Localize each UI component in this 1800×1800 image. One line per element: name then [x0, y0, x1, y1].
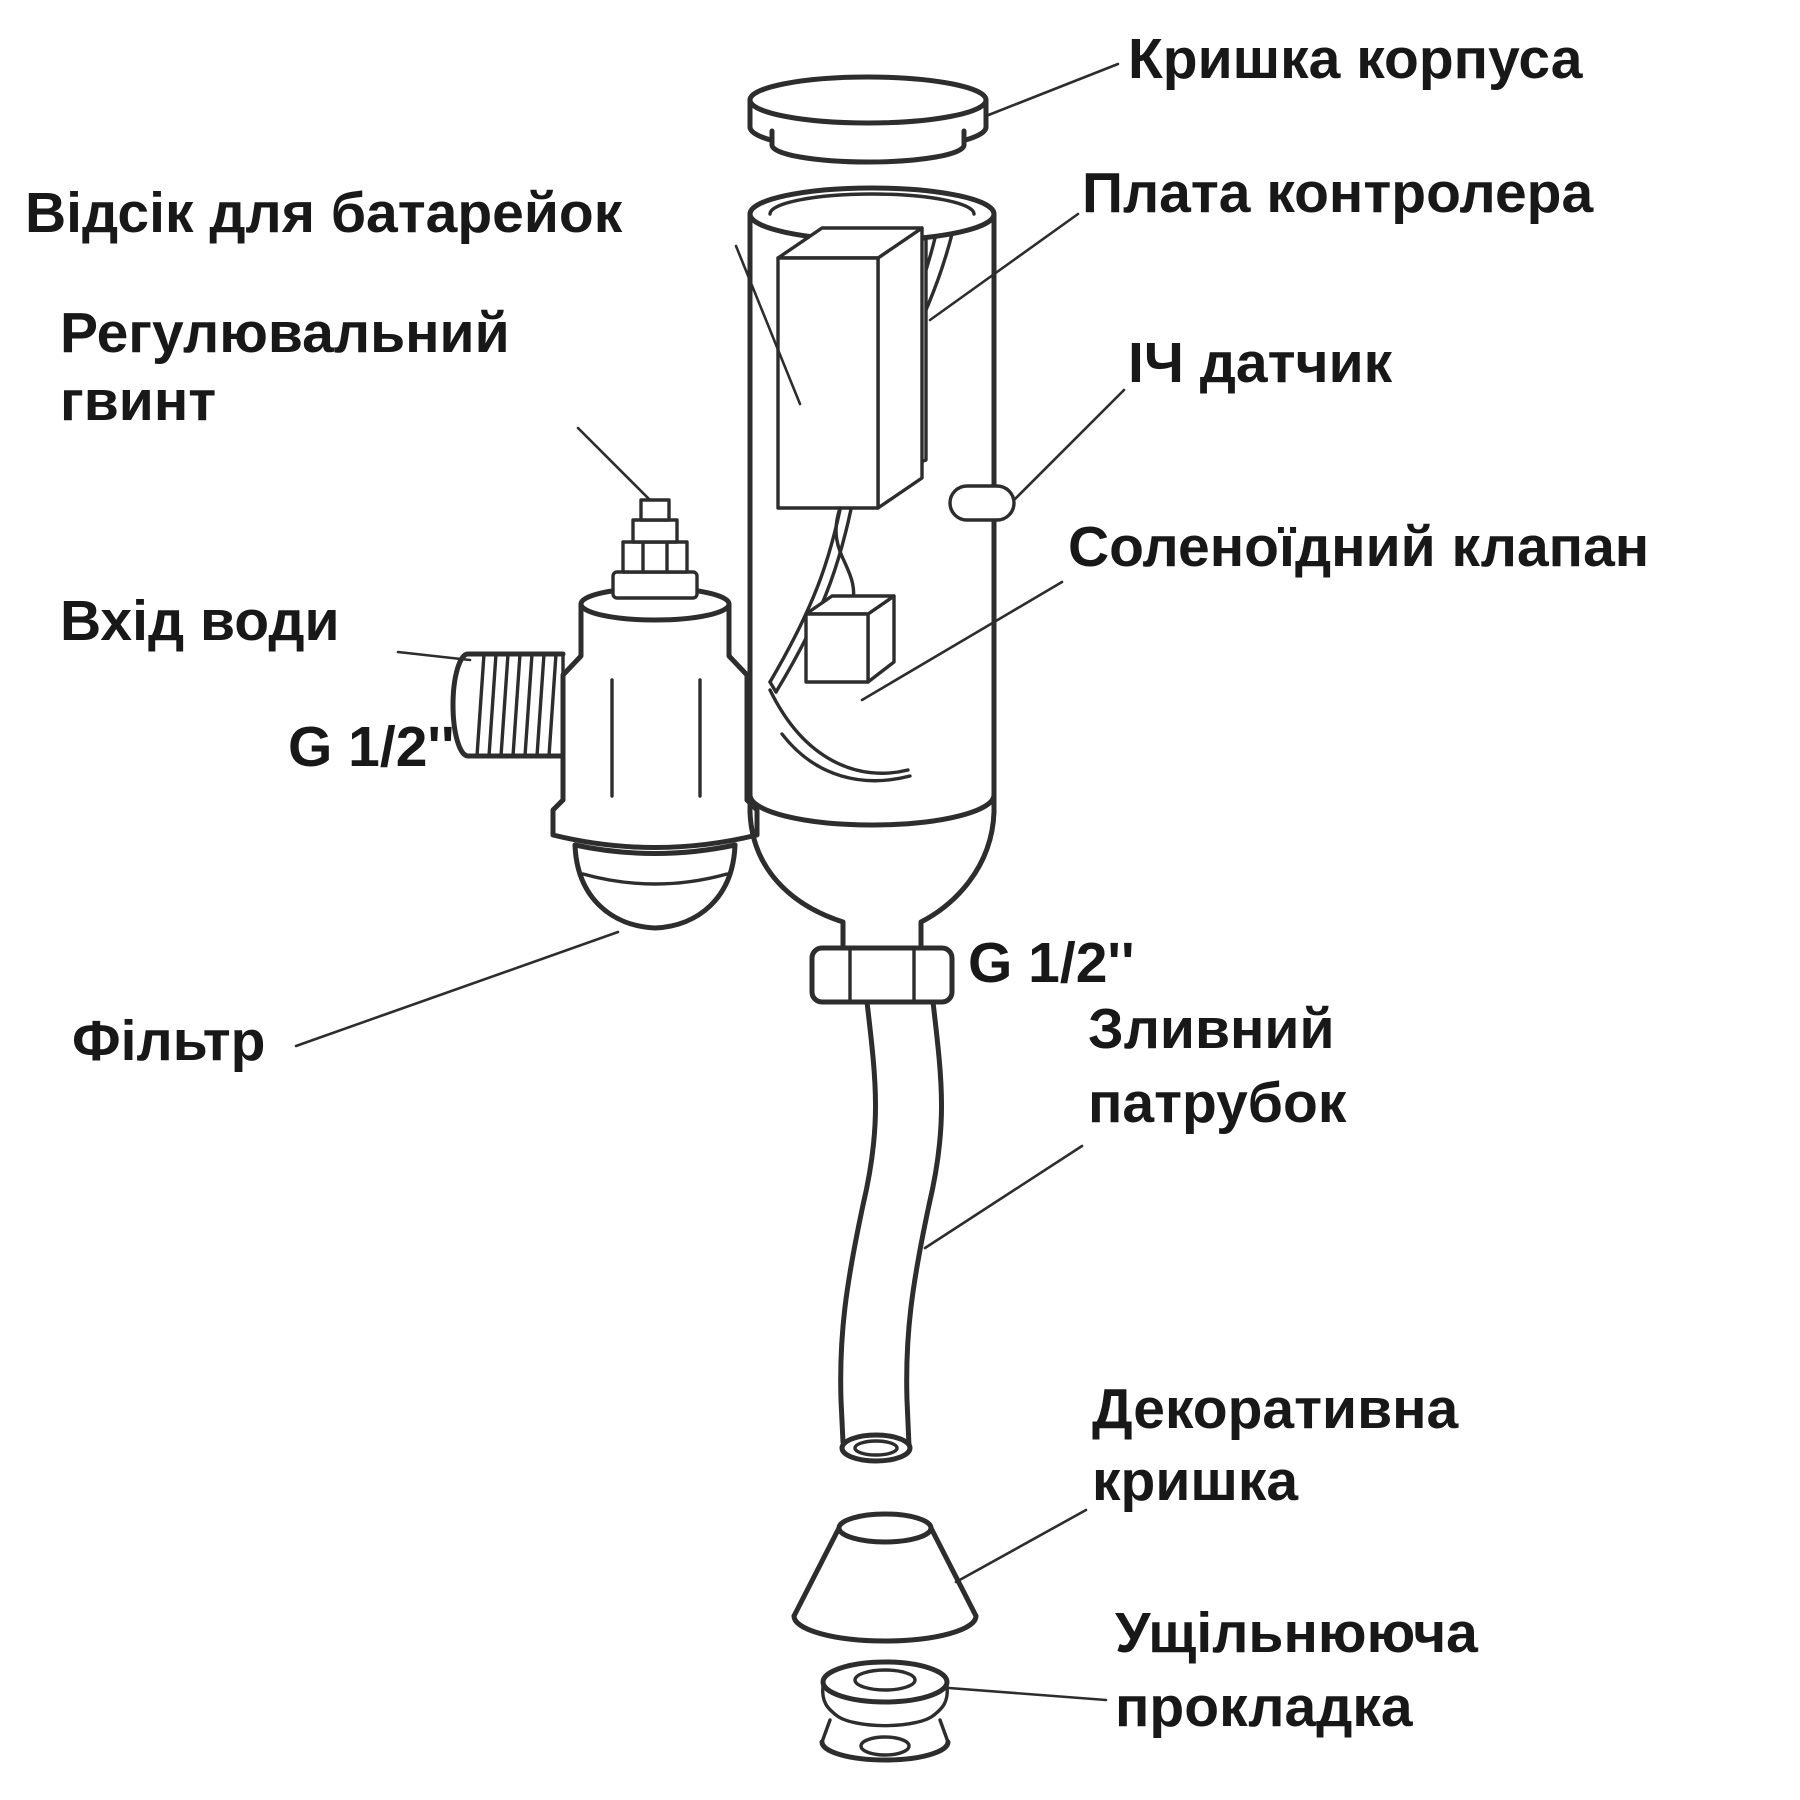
- cone-bottom-arc: [791, 1613, 979, 1644]
- pipe-left-edge: [838, 999, 879, 1445]
- sealing-gasket: [819, 1659, 951, 1763]
- inlet-end-arc: [450, 651, 471, 759]
- nut-body: [809, 945, 955, 1005]
- gasket-base-right: [938, 1718, 950, 1744]
- pipe-right-edge: [904, 999, 945, 1449]
- label-decorative-cover-line2: кришка: [1092, 1449, 1299, 1513]
- cone-right: [928, 1525, 979, 1619]
- leader-decorative-cover: [954, 1508, 1088, 1584]
- label-adjustment-screw-line1: Регулювальний: [60, 301, 510, 365]
- funnel-curve-upper: [768, 688, 910, 775]
- inlet-valve-assembly: [450, 498, 760, 931]
- decorative-cover: [791, 1511, 979, 1644]
- cone-left: [791, 1525, 842, 1619]
- valve-flange: [550, 797, 760, 850]
- pipe-end-opening: [839, 1432, 913, 1464]
- funnel-curve-lower: [780, 732, 912, 783]
- label-solenoid-valve: Соленоїдний клапан: [1068, 515, 1649, 579]
- label-drain-pipe-line1: Зливний: [1088, 997, 1335, 1061]
- outlet-nut: [809, 945, 955, 1005]
- cup-left: [747, 809, 846, 951]
- pipe-end-inner: [853, 1439, 899, 1457]
- leader-controller-board: [928, 212, 1080, 322]
- label-adjustment-screw-line2: гвинт: [60, 369, 216, 433]
- cup-right: [918, 809, 997, 951]
- gasket-base-left: [820, 1718, 832, 1744]
- label-ir-sensor: ІЧ датчик: [1128, 331, 1393, 395]
- gasket-waist-left: [821, 1684, 838, 1717]
- screw-collar: [611, 570, 699, 600]
- body-seam-arc: [747, 792, 997, 828]
- leader-filter: [294, 930, 620, 1048]
- label-sealing-gasket-line1: Ущільнююча: [1115, 1601, 1479, 1665]
- label-water-inlet: Вхід води: [60, 589, 340, 653]
- water-inlet-pipe: [450, 651, 566, 759]
- label-outlet-thread-size: G 1/2'': [968, 931, 1135, 995]
- leader-housing-cover: [984, 62, 1120, 118]
- cone-top-rim: [836, 1511, 934, 1545]
- adjustment-screw: [611, 498, 699, 600]
- housing-cover: [747, 74, 989, 165]
- leader-solenoid-valve: [860, 580, 1064, 702]
- filter-cap: [572, 842, 738, 931]
- leader-drain-pipe: [923, 1144, 1084, 1250]
- label-battery-compartment: Відсік для батарейок: [25, 181, 623, 245]
- valve-neck-right: [726, 601, 750, 803]
- nut-facets: [848, 946, 916, 1004]
- gasket-bottom-hole: [859, 1735, 911, 1757]
- battery-box-front: [776, 256, 880, 510]
- label-filter: Фільтр: [72, 1009, 265, 1073]
- gasket-top-hole: [853, 1668, 917, 1692]
- inlet-thread-hatching: [475, 652, 558, 758]
- solenoid-valve: [804, 594, 896, 684]
- labels: Кришка корпуса Плата контролера Відсік д…: [25, 27, 1649, 1739]
- leader-lines: [294, 62, 1126, 1702]
- filter-rim: [572, 842, 738, 856]
- screw-hex-facets: [641, 540, 669, 574]
- ir-sensor: [948, 484, 1016, 522]
- body-inner-rim-arc: [768, 192, 976, 216]
- drain-pipe: [838, 999, 945, 1464]
- battery-box-side: [876, 226, 924, 510]
- label-drain-pipe-line2: патрубок: [1088, 1071, 1347, 1135]
- cover-lip: [769, 128, 967, 165]
- gasket-base-arc: [819, 1739, 951, 1763]
- cover-top-ellipse: [747, 74, 989, 126]
- leader-ir-sensor: [1012, 388, 1126, 502]
- leader-adjustment-screw: [576, 426, 652, 502]
- filter-seam: [581, 872, 729, 886]
- label-controller-board: Плата контролера: [1082, 161, 1594, 225]
- battery-compartment: [776, 226, 924, 510]
- leader-water-inlet: [396, 650, 472, 662]
- gasket-mid-arc: [834, 1713, 936, 1728]
- gasket-waist-right: [932, 1684, 949, 1717]
- screw-tip: [639, 498, 671, 522]
- filter-dome: [572, 842, 738, 931]
- leader-battery-compartment: [734, 244, 802, 406]
- cutaway-edge-join: [768, 680, 778, 694]
- label-housing-cover: Кришка корпуса: [1128, 27, 1584, 91]
- valve-neck-left: [560, 601, 584, 803]
- main-body: [747, 185, 1016, 951]
- screw-hex: [621, 540, 689, 574]
- leader-sealing-gasket: [947, 1686, 1108, 1702]
- label-inlet-thread-size: G 1/2'': [288, 715, 455, 779]
- solenoid-front: [804, 612, 870, 684]
- screw-shaft: [631, 518, 679, 544]
- label-sealing-gasket-line2: прокладка: [1115, 1675, 1414, 1739]
- label-decorative-cover-line1: Декоративна: [1092, 1377, 1460, 1441]
